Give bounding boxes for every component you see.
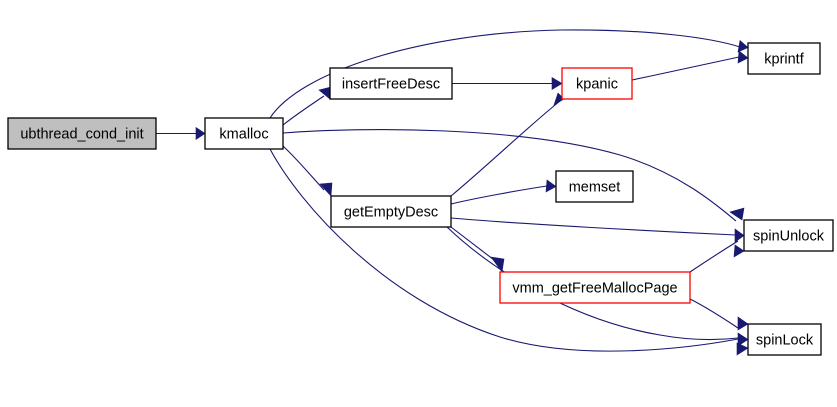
arrowhead-spinUnlock-in-bottom bbox=[733, 244, 745, 258]
edge-getEmptyDesc-to-vmm_getFreeMallocPage bbox=[450, 226, 499, 264]
arrowhead-spinUnlock-in-mid bbox=[734, 228, 745, 243]
arrowhead-memset-in bbox=[545, 179, 557, 193]
node-box-kmalloc[interactable] bbox=[204, 117, 284, 150]
edge-kmalloc-to-spinLock bbox=[269, 148, 739, 352]
arrowhead-kprintf-in-bottom bbox=[737, 50, 749, 64]
arrowhead-insertFreeDesc-in bbox=[318, 86, 332, 100]
arrowhead-getEmptyDesc-in bbox=[319, 182, 333, 197]
arrowhead-kprintf-in-top bbox=[737, 39, 749, 53]
arrowhead-kpanic-in-bottom bbox=[553, 92, 565, 106]
node-vmm_getFreeMallocPage[interactable]: vmm_getFreeMallocPage bbox=[499, 271, 691, 304]
edge-kmalloc-to-getEmptyDesc bbox=[282, 145, 325, 191]
nodes-layer: ubthread_cond_init kmalloc insertFreeDesc k… bbox=[7, 42, 834, 356]
node-box-kpanic[interactable] bbox=[561, 67, 633, 100]
node-box-spinUnlock[interactable] bbox=[743, 219, 834, 252]
node-kpanic[interactable]: kpanic bbox=[561, 67, 633, 100]
node-box-getEmptyDesc[interactable] bbox=[330, 195, 452, 228]
node-box-kprintf[interactable] bbox=[747, 42, 821, 75]
arrowhead-vmm-in bbox=[490, 256, 505, 273]
node-memset[interactable]: memset bbox=[555, 170, 634, 203]
arrowheads-layer bbox=[195, 39, 749, 356]
node-spinUnlock[interactable]: spinUnlock bbox=[743, 219, 834, 252]
edge-vmm_getFreeMallocPage-to-spinUnlock bbox=[689, 240, 739, 273]
edge-kmalloc-to-kprintf bbox=[269, 29, 741, 119]
edge-kmalloc-to-insertFreeDesc bbox=[282, 95, 325, 126]
edge-vmm_getFreeMallocPage-to-spinLock bbox=[689, 298, 739, 329]
node-box-memset[interactable] bbox=[555, 170, 634, 203]
edge-kmalloc-to-spinUnlock bbox=[282, 129, 737, 222]
arrowhead-kpanic-in-left bbox=[551, 76, 563, 91]
arrowhead-kmalloc-in bbox=[195, 126, 206, 141]
edges-layer bbox=[156, 29, 741, 352]
edge-kpanic-to-kprintf bbox=[631, 56, 740, 81]
edge-getEmptyDesc-to-spinUnlock bbox=[450, 217, 737, 236]
node-ubthread_cond_init[interactable]: ubthread_cond_init bbox=[7, 117, 157, 150]
edge-getEmptyDesc-to-kpanic bbox=[450, 100, 561, 197]
node-box-insertFreeDesc[interactable] bbox=[329, 67, 453, 100]
node-insertFreeDesc[interactable]: insertFreeDesc bbox=[329, 67, 453, 100]
arrowhead-spinUnlock-in-top bbox=[729, 207, 745, 221]
node-box-ubthread_cond_init[interactable] bbox=[7, 117, 157, 150]
arrowhead-spinLock-in-top bbox=[737, 316, 749, 331]
node-getEmptyDesc[interactable]: getEmptyDesc bbox=[330, 195, 452, 228]
edge-getEmptyDesc-to-spinLock bbox=[446, 226, 739, 341]
arrowhead-spinLock-in-mid bbox=[737, 332, 749, 347]
node-kprintf[interactable]: kprintf bbox=[747, 42, 821, 75]
node-box-vmm_getFreeMallocPage[interactable] bbox=[499, 271, 691, 304]
node-box-spinLock[interactable] bbox=[747, 323, 822, 356]
node-spinLock[interactable]: spinLock bbox=[747, 323, 822, 356]
arrowhead-spinLock-in-bottom bbox=[736, 342, 749, 356]
edge-getEmptyDesc-to-memset bbox=[450, 185, 548, 205]
node-kmalloc[interactable]: kmalloc bbox=[204, 117, 284, 150]
